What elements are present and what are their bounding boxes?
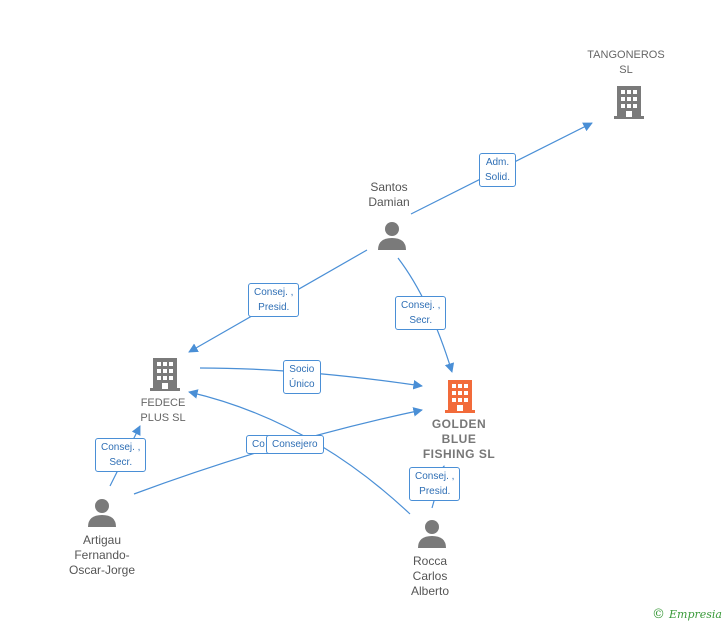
- edge-label-consej-secr-left[interactable]: Consej. , Secr.: [95, 438, 147, 472]
- edge-label-line: Consej. ,: [415, 471, 455, 482]
- node-label-tangoneros[interactable]: TANGONEROS SL: [570, 48, 682, 78]
- node-label-artigau[interactable]: Artigau Fernando- Oscar-Jorge: [52, 533, 152, 578]
- node-label-line: GOLDEN: [431, 417, 487, 431]
- edge-label-line: Consejero: [272, 439, 318, 450]
- node-label-line: Alberto: [410, 584, 450, 598]
- edge-label-line: Secr.: [409, 315, 433, 326]
- node-label-line: Carlos: [412, 569, 448, 583]
- edge-label-consej-presid-top[interactable]: Consej. , Presid.: [248, 283, 300, 317]
- node-label-line: Fernando-: [74, 548, 130, 562]
- edge-label-line: Presid.: [419, 486, 451, 497]
- edge-label-line: Solid.: [485, 172, 511, 183]
- edge-label-line: Consej. ,: [401, 300, 441, 311]
- node-label-line: FEDECE: [140, 397, 186, 409]
- edge-label-line: Único: [289, 379, 315, 390]
- brand-footer[interactable]: © Empresia: [652, 607, 722, 622]
- node-label-line: FISHING SL: [422, 447, 496, 461]
- node-label-line: Oscar-Jorge: [68, 563, 136, 577]
- person-icon[interactable]: [376, 220, 408, 252]
- node-label-santos[interactable]: Santos Damian: [348, 180, 430, 210]
- node-label-rocca[interactable]: Rocca Carlos Alberto: [390, 554, 470, 599]
- building-icon[interactable]: [148, 356, 182, 392]
- brand-name: Empresia: [669, 608, 722, 621]
- copyright-icon: ©: [652, 607, 665, 622]
- person-icon[interactable]: [86, 497, 118, 529]
- node-label-line: Santos: [370, 180, 408, 194]
- node-label-line: TANGONEROS: [587, 49, 665, 61]
- node-label-golden[interactable]: GOLDEN BLUE FISHING SL: [408, 417, 510, 462]
- edge-label-consejero[interactable]: Consejero: [266, 435, 324, 454]
- edge-label-socio-unico[interactable]: Socio Único: [283, 360, 321, 394]
- edge-label-line: Secr.: [109, 457, 133, 468]
- edge-label-line: Presid.: [258, 302, 290, 313]
- edge-label-line: Consej. ,: [254, 287, 294, 298]
- node-label-line: BLUE: [441, 432, 477, 446]
- edge-label-line: Socio: [289, 364, 315, 375]
- node-label-line: Artigau: [82, 533, 122, 547]
- edge-label-adm-solid[interactable]: Adm. Solid.: [479, 153, 517, 187]
- node-label-line: Damian: [368, 195, 410, 209]
- edge-label-line: Co: [252, 439, 265, 450]
- edge-label-line: Consej. ,: [101, 442, 141, 453]
- node-label-line: SL: [619, 64, 633, 76]
- edge-label-line: Adm.: [485, 157, 510, 168]
- edge-label-consej-presid-bottom[interactable]: Consej. , Presid.: [409, 467, 461, 501]
- edge-label-consej-secr-top[interactable]: Consej. , Secr.: [395, 296, 447, 330]
- building-icon[interactable]: [612, 84, 646, 120]
- person-icon[interactable]: [416, 518, 448, 550]
- node-label-line: PLUS SL: [140, 412, 186, 424]
- node-label-fedece[interactable]: FEDECE PLUS SL: [122, 396, 204, 426]
- building-focus-icon[interactable]: [443, 378, 477, 414]
- node-label-line: Rocca: [412, 554, 447, 568]
